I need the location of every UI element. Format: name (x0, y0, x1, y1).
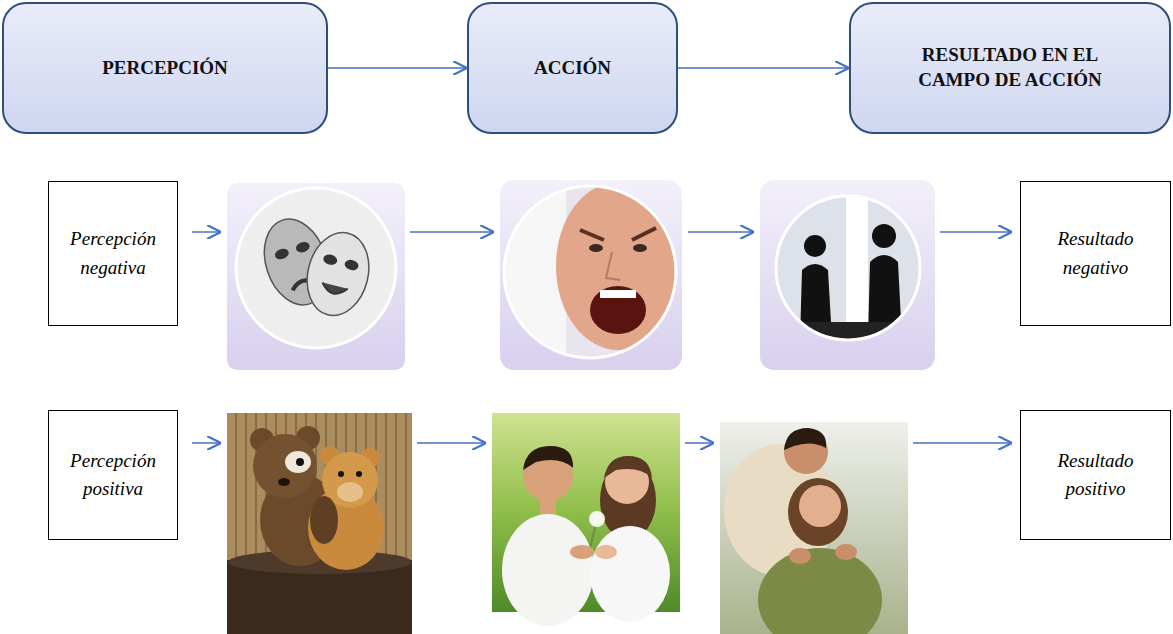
silhouette-picture (760, 180, 935, 370)
silhouette-picture (872, 224, 896, 248)
couple-picture (590, 526, 670, 622)
kissing-couple-picture (789, 548, 811, 564)
text-box: Percepción positiva (48, 410, 178, 540)
couple-picture (604, 456, 652, 478)
flow-arrow (678, 67, 849, 69)
node-label: Percepción positiva (57, 447, 169, 504)
teddy-bears-picture (285, 451, 311, 473)
node-label: PERCEPCIÓN (102, 56, 228, 81)
angry-man-picture (500, 180, 682, 370)
couple-picture (492, 413, 680, 626)
kissing-couple-picture (799, 485, 841, 527)
masks-picture (227, 183, 405, 370)
masks-picture (236, 188, 396, 348)
teddy-bears-picture (235, 413, 237, 560)
node-label: Resultado positivo (1029, 447, 1162, 504)
masks-picture (322, 253, 338, 266)
angry-man-picture (500, 180, 682, 370)
flow-arrows (417, 442, 486, 444)
flow-arrows (688, 231, 754, 233)
silhouette-picture (760, 180, 935, 370)
teddy-bears-picture (310, 496, 338, 544)
silhouette-picture (776, 196, 920, 340)
kissing-couple-picture (788, 478, 848, 546)
header-box: PERCEPCIÓN (2, 2, 328, 134)
teddy-bears-picture (337, 482, 363, 502)
node-label: Resultado negativo (1029, 225, 1162, 282)
kissing-couple-picture (835, 544, 857, 560)
flow-arrows (410, 231, 494, 233)
angry-man-picture (589, 244, 603, 252)
node-label: ACCIÓN (534, 56, 611, 81)
masks-picture (299, 226, 378, 322)
teddy-bears-picture (338, 471, 344, 477)
header-box: RESULTADO EN EL CAMPO DE ACCIÓN (849, 2, 1171, 134)
angry-man-picture (633, 244, 647, 252)
silhouette-picture (760, 180, 935, 370)
teddy-bears-picture (296, 458, 304, 466)
masks-picture (295, 240, 311, 254)
flow-arrow (328, 67, 467, 69)
flow-arrows (192, 231, 221, 233)
text-box: Resultado negativo (1020, 181, 1171, 326)
teddy-bears-picture (253, 434, 317, 498)
flow-arrows (940, 231, 1012, 233)
angry-man-picture (590, 286, 646, 334)
flow-arrows (685, 442, 714, 444)
text-box: Percepción negativa (48, 181, 178, 326)
kissing-couple-picture (758, 548, 882, 634)
couple-picture (540, 498, 556, 514)
couple-picture (595, 545, 617, 559)
teddy-bears-picture (278, 478, 290, 486)
teddy-bears-picture (395, 413, 397, 560)
couple-picture (589, 511, 605, 527)
angry-man-picture (580, 228, 656, 240)
teddy-bears-picture (356, 471, 362, 477)
flow-arrows (192, 442, 221, 444)
teddy-bears-picture (245, 413, 247, 560)
silhouette-picture (760, 180, 935, 370)
kissing-couple-picture (720, 422, 908, 634)
angry-man-picture (606, 252, 620, 280)
silhouette-picture (804, 235, 826, 257)
couple-picture (570, 545, 594, 559)
teddy-bears-picture (227, 413, 412, 634)
header-box: ACCIÓN (467, 2, 678, 134)
masks-picture (344, 258, 360, 271)
teddy-bears-picture (385, 413, 387, 560)
angry-man-picture (500, 180, 682, 370)
couple-picture (523, 446, 573, 470)
teddy-bears-picture (405, 413, 407, 560)
node-label: RESULTADO EN EL CAMPO DE ACCIÓN (885, 43, 1135, 92)
couple-picture (502, 514, 594, 626)
angry-man-picture (600, 290, 636, 298)
silhouette-picture (776, 322, 926, 352)
flow-arrows (913, 442, 1012, 444)
angry-man-picture (556, 182, 680, 350)
text-box: Resultado positivo (1020, 410, 1171, 540)
couple-picture (590, 524, 596, 548)
angry-man-picture (500, 180, 682, 370)
teddy-bears-picture (227, 413, 412, 634)
angry-man-picture (504, 186, 676, 358)
node-label: Percepción negativa (57, 225, 169, 282)
kissing-couple-picture (784, 428, 826, 450)
masks-picture (299, 226, 378, 322)
masks-picture (274, 247, 290, 261)
masks-picture (227, 183, 405, 370)
masks-picture (321, 282, 348, 296)
